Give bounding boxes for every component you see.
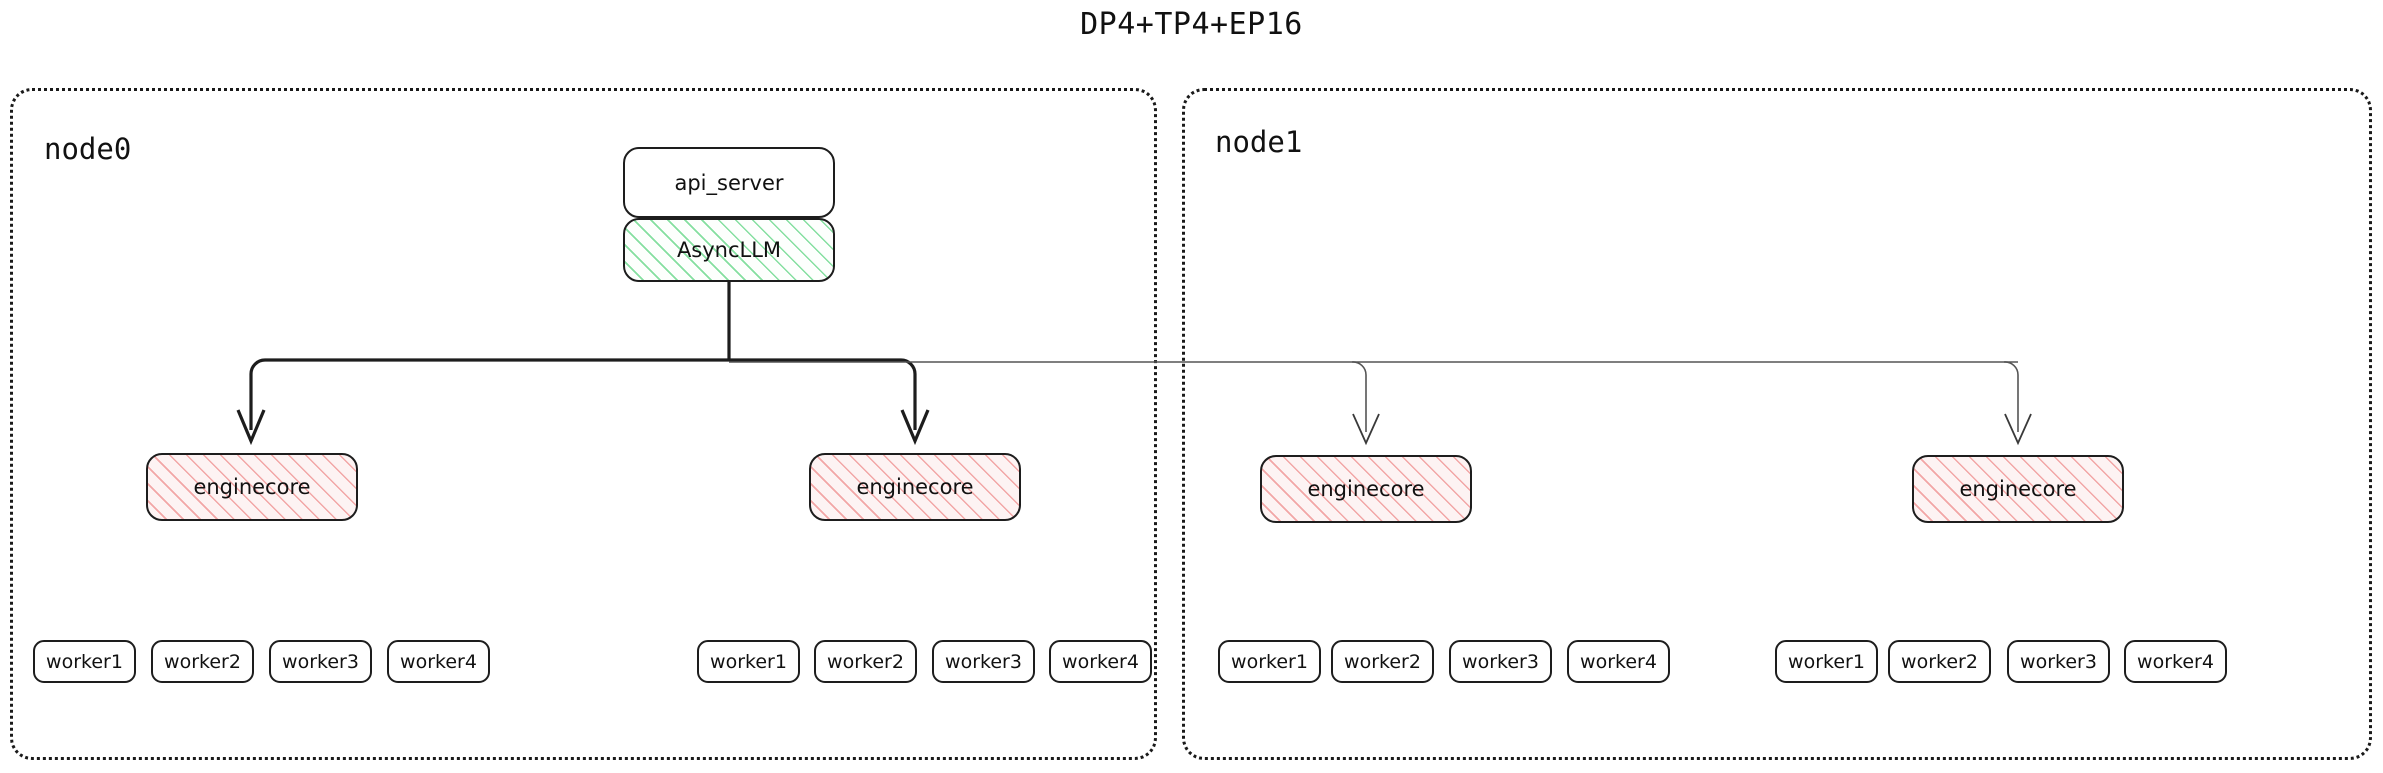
worker-chip-node1-1-2[interactable]: worker2 bbox=[1888, 640, 1991, 683]
worker-chip-node0-1-1[interactable]: worker1 bbox=[697, 640, 800, 683]
worker-chip-node1-0-3[interactable]: worker3 bbox=[1449, 640, 1552, 683]
worker-chip-node1-0-4[interactable]: worker4 bbox=[1567, 640, 1670, 683]
api-server-box[interactable]: api_server bbox=[623, 147, 835, 218]
worker-label: worker3 bbox=[2020, 650, 2097, 673]
enginecore-label: enginecore bbox=[1307, 477, 1425, 501]
worker-label: worker3 bbox=[1462, 650, 1539, 673]
enginecore-label: enginecore bbox=[193, 475, 311, 499]
enginecore-label: enginecore bbox=[1959, 477, 2077, 501]
worker-chip-node0-1-4[interactable]: worker4 bbox=[1049, 640, 1152, 683]
worker-chip-node0-1-2[interactable]: worker2 bbox=[814, 640, 917, 683]
api-server-label: api_server bbox=[674, 170, 784, 195]
worker-label: worker4 bbox=[1062, 650, 1139, 673]
worker-chip-node0-0-1[interactable]: worker1 bbox=[33, 640, 136, 683]
worker-chip-node1-1-4[interactable]: worker4 bbox=[2124, 640, 2227, 683]
worker-label: worker1 bbox=[710, 650, 787, 673]
worker-label: worker2 bbox=[164, 650, 241, 673]
node-container-node0 bbox=[10, 88, 1157, 760]
enginecore-box-node1-0[interactable]: enginecore bbox=[1260, 455, 1472, 523]
node-label-node0: node0 bbox=[44, 132, 132, 166]
enginecore-box-node0-0[interactable]: enginecore bbox=[146, 453, 358, 521]
worker-chip-node1-1-1[interactable]: worker1 bbox=[1775, 640, 1878, 683]
worker-chip-node1-0-2[interactable]: worker2 bbox=[1331, 640, 1434, 683]
async-llm-label: AsyncLLM bbox=[676, 238, 782, 262]
worker-label: worker3 bbox=[282, 650, 359, 673]
worker-label: worker3 bbox=[945, 650, 1022, 673]
worker-chip-node0-1-3[interactable]: worker3 bbox=[932, 640, 1035, 683]
node-container-node1 bbox=[1182, 88, 2372, 760]
worker-chip-node1-0-1[interactable]: worker1 bbox=[1218, 640, 1321, 683]
worker-label: worker4 bbox=[2137, 650, 2214, 673]
worker-label: worker1 bbox=[46, 650, 123, 673]
enginecore-box-node1-1[interactable]: enginecore bbox=[1912, 455, 2124, 523]
worker-chip-node0-0-3[interactable]: worker3 bbox=[269, 640, 372, 683]
worker-label: worker2 bbox=[827, 650, 904, 673]
worker-chip-node0-0-2[interactable]: worker2 bbox=[151, 640, 254, 683]
enginecore-label: enginecore bbox=[856, 475, 974, 499]
worker-label: worker4 bbox=[400, 650, 477, 673]
enginecore-box-node0-1[interactable]: enginecore bbox=[809, 453, 1021, 521]
worker-label: worker2 bbox=[1901, 650, 1978, 673]
worker-label: worker2 bbox=[1344, 650, 1421, 673]
worker-label: worker4 bbox=[1580, 650, 1657, 673]
worker-chip-node0-0-4[interactable]: worker4 bbox=[387, 640, 490, 683]
worker-label: worker1 bbox=[1788, 650, 1865, 673]
page-title: DP4+TP4+EP16 bbox=[1080, 7, 1303, 42]
node-label-node1: node1 bbox=[1215, 125, 1303, 159]
worker-label: worker1 bbox=[1231, 650, 1308, 673]
async-llm-box[interactable]: AsyncLLM bbox=[623, 218, 835, 282]
worker-chip-node1-1-3[interactable]: worker3 bbox=[2007, 640, 2110, 683]
